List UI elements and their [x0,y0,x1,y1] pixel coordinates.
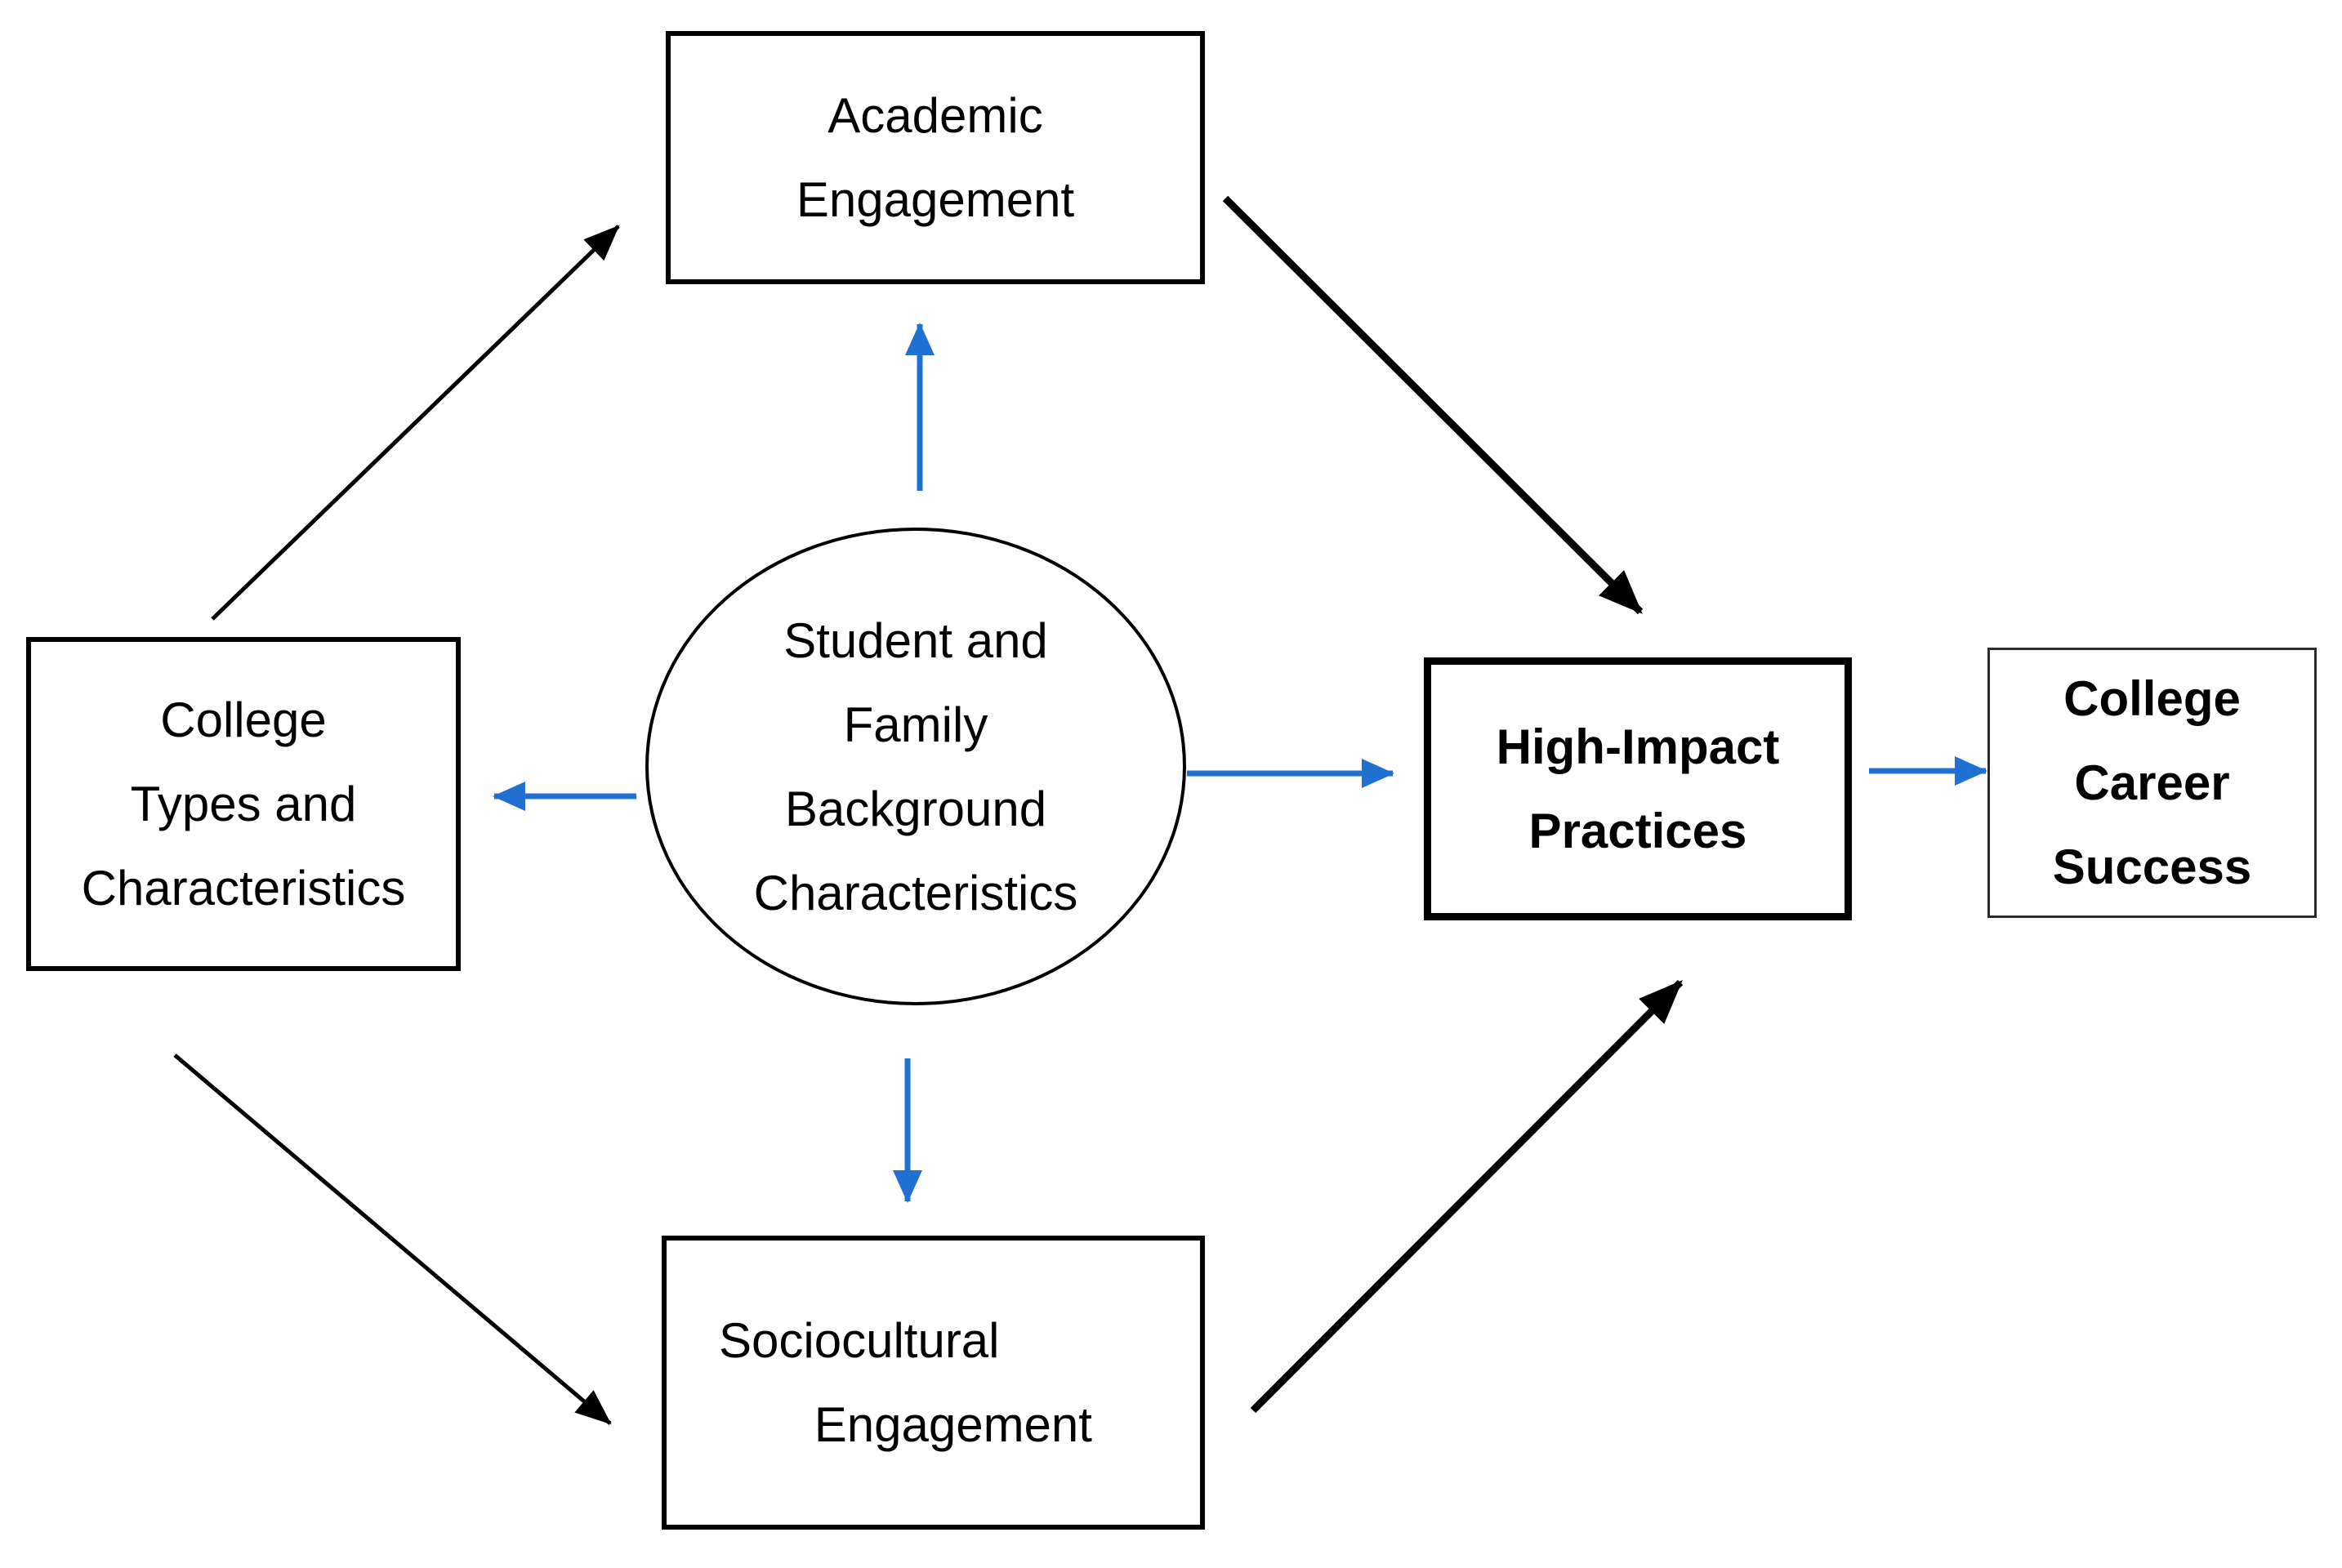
node-sociocultural-label: Sociocultural Engagement [719,1313,1092,1452]
node-student-family-label: Student and Family Background Characteri… [753,612,1078,920]
node-college-types-and-characteristics: College Types and Characteristics [26,637,461,971]
node-high-impact-label: High-Impact Practices [1496,719,1780,858]
node-sociocultural-engagement: Sociocultural Engagement [662,1236,1205,1530]
arrow-academic-engagement-to-high-impact [1222,195,1644,615]
node-college-career-success: College Career Success [1987,648,2317,918]
node-academic-engagement: Academic Engagement [666,31,1205,284]
node-high-impact-practices: High-Impact Practices [1424,657,1852,920]
arrow-college-types-to-sociocultural [173,1054,612,1425]
arrow-college-types-to-academic-engagement [211,225,620,621]
node-student-family-background-ellipse: Student and Family Background Characteri… [645,528,1186,1005]
node-college-career-label: College Career Success [2052,671,2252,894]
arrow-sociocultural-to-high-impact [1250,979,1684,1414]
node-college-types-label: College Types and Characteristics [81,693,406,915]
node-academic-engagement-label: Academic Engagement [796,88,1075,227]
